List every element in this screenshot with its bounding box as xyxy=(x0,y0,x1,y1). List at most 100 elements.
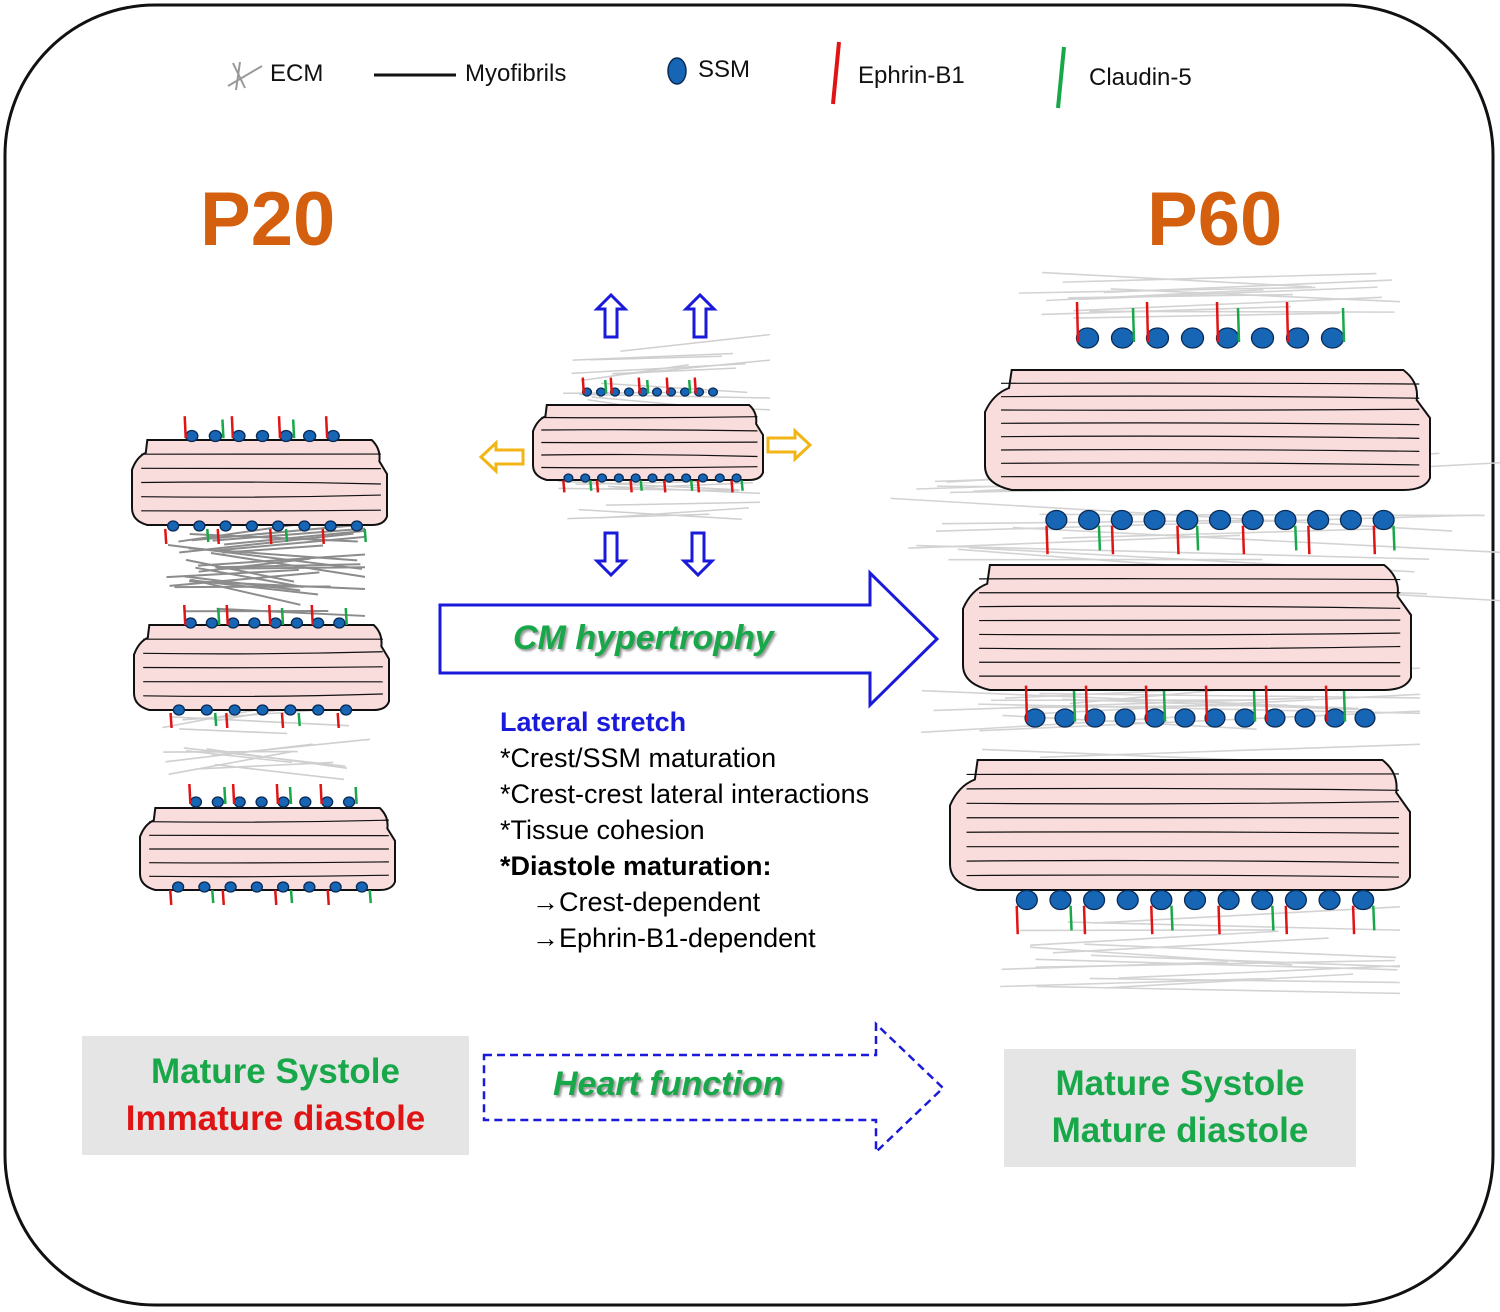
myofibril xyxy=(141,494,381,498)
ssm-nucleus xyxy=(329,881,342,893)
ecm-fiber xyxy=(1018,286,1316,294)
ephrin-marker xyxy=(221,889,225,906)
ecm-fiber xyxy=(567,513,710,520)
ephrin-marker xyxy=(1176,525,1180,555)
ephrin-marker xyxy=(326,889,330,906)
ssm-nucleus xyxy=(630,473,641,483)
myofibril xyxy=(1001,448,1420,452)
claudin-marker xyxy=(1392,525,1396,551)
stretch-arrow-up xyxy=(682,292,718,339)
ssm-nucleus xyxy=(185,429,199,443)
ecm-fiber xyxy=(216,607,366,617)
claudin-marker xyxy=(1069,905,1073,931)
cardiomyocyte xyxy=(984,369,1431,491)
myofibril xyxy=(1001,462,1420,466)
notes-line-1: *Crest/SSM maturation xyxy=(500,743,777,773)
claudin-marker xyxy=(1294,525,1298,551)
ssm-nucleus xyxy=(324,520,337,532)
ssm-nucleus xyxy=(681,473,692,483)
ssm-nucleus xyxy=(355,881,369,893)
ssm-nucleus xyxy=(250,881,264,893)
claudin-marker xyxy=(284,528,289,543)
ecm-fiber xyxy=(1062,272,1377,283)
claudin-marker xyxy=(280,607,285,626)
ssm-nucleus xyxy=(255,796,268,808)
ecm-fiber xyxy=(601,382,748,394)
ssm-nucleus xyxy=(232,429,246,443)
ssm-nucleus xyxy=(302,429,317,443)
myofibril xyxy=(966,801,1399,805)
ephrin-marker xyxy=(665,377,670,394)
ephrin-marker xyxy=(1284,905,1289,935)
myofibril xyxy=(1001,435,1420,439)
ecm-fiber xyxy=(590,355,722,361)
ssm-nucleus xyxy=(1339,509,1363,531)
ssm-nucleus xyxy=(226,617,240,629)
ssm-nucleus xyxy=(731,473,742,483)
ephrin-marker xyxy=(1372,525,1377,555)
ssm-nucleus xyxy=(563,473,574,483)
ephrin-marker xyxy=(696,480,701,493)
ephrin-marker xyxy=(730,480,734,493)
claudin-marker xyxy=(297,712,301,727)
ssm-nucleus xyxy=(1075,327,1100,349)
ssm-nucleus xyxy=(290,617,304,629)
legend-myofibrils-label: Myofibrils xyxy=(465,60,567,87)
hypertrophy-arrow xyxy=(438,569,940,709)
hypertrophy-label: CM hypertrophy xyxy=(513,619,774,657)
ssm-nucleus xyxy=(664,473,675,483)
ephrin-marker xyxy=(280,712,285,729)
ephrin-marker xyxy=(216,528,220,545)
ephrin-marker xyxy=(1145,301,1150,343)
legend-ecm-label: ECM xyxy=(270,60,324,87)
myofibril xyxy=(979,578,1401,581)
ecm-fiber xyxy=(580,364,689,382)
ssm-nucleus xyxy=(1174,708,1196,728)
stretch-arrow-left xyxy=(478,439,525,475)
ssm-nucleus xyxy=(1354,708,1376,728)
ephrin-marker xyxy=(1024,685,1029,722)
ssm-nucleus xyxy=(1110,327,1135,349)
ephrin-marker xyxy=(1084,685,1089,722)
heart-function-arrow xyxy=(482,1021,945,1155)
ecm-fiber xyxy=(224,529,366,546)
ephrin-marker xyxy=(183,416,187,439)
ssm-nucleus xyxy=(1307,509,1330,531)
myofibril xyxy=(1001,382,1420,385)
ecm-fiber xyxy=(217,535,366,552)
ssm-nucleus xyxy=(580,473,591,483)
notes-line-4: *Diastole maturation: xyxy=(500,851,772,881)
ephrin-marker xyxy=(164,528,168,545)
ssm-nucleus xyxy=(1208,509,1232,531)
ephrin-marker xyxy=(1217,905,1221,935)
ephrin-marker xyxy=(1144,685,1149,722)
cardiomyocyte xyxy=(962,564,1412,691)
legend-ecm-icon xyxy=(227,61,263,91)
ecm-fiber xyxy=(1039,743,1421,759)
ephrin-marker xyxy=(225,712,229,729)
ssm-nucleus xyxy=(1294,708,1316,728)
ssm-nucleus xyxy=(1045,509,1068,531)
ephrin-marker xyxy=(1110,525,1115,555)
ssm-nucleus xyxy=(697,473,709,483)
myofibril xyxy=(149,861,389,864)
status-box-right: Mature Systole Mature diastole xyxy=(1004,1049,1356,1167)
ephrin-marker xyxy=(230,416,235,439)
ssm-nucleus xyxy=(613,473,624,483)
ecm-fiber xyxy=(189,580,366,591)
ssm-nucleus xyxy=(219,520,232,532)
claudin-marker xyxy=(221,419,225,439)
ecm-fiber xyxy=(1089,977,1401,984)
myofibril xyxy=(1001,422,1420,426)
claudin-marker xyxy=(363,528,367,543)
claudin-marker xyxy=(1252,690,1257,722)
claudin-marker xyxy=(217,607,221,626)
ecm-fiber xyxy=(1036,985,1401,995)
ssm-nucleus xyxy=(321,796,334,808)
ephrin-marker xyxy=(321,528,325,545)
ssm-nucleus xyxy=(333,617,346,629)
legend-ssm-label: SSM xyxy=(698,56,751,83)
ephrin-marker xyxy=(336,712,340,729)
myofibril xyxy=(141,481,381,485)
ecm-fiber xyxy=(1062,527,1395,539)
